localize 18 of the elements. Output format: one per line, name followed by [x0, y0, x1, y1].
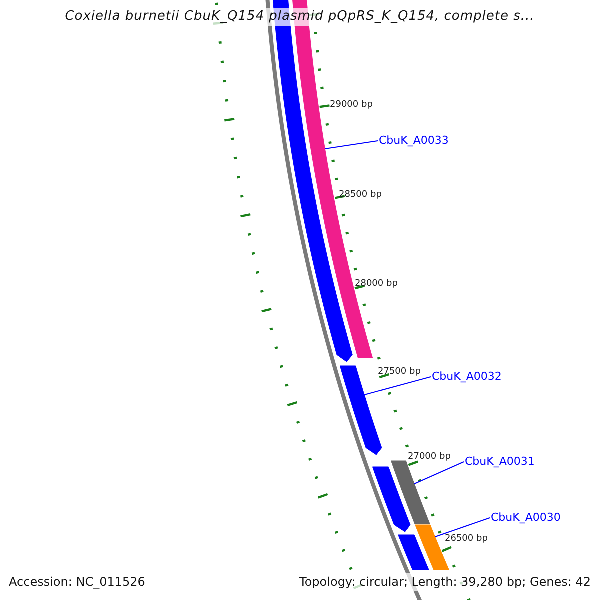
position-label: 29000 bp — [330, 99, 373, 111]
leader-line — [434, 518, 490, 538]
position-label: 27500 bp — [378, 366, 421, 378]
gene-label: CbuK_A0030 — [491, 511, 561, 525]
gene-label: CbuK_A0033 — [379, 134, 449, 148]
gene-label: CbuK_A0032 — [432, 370, 502, 384]
gene-label: CbuK_A0031 — [465, 455, 535, 469]
position-label: 28500 bp — [339, 189, 382, 201]
leader-line — [414, 462, 464, 484]
position-label: 26500 bp — [445, 533, 488, 545]
gene-segment — [391, 460, 430, 524]
position-label: 28000 bp — [355, 278, 398, 290]
summary-text: Topology: circular; Length: 39,280 bp; Genes: 42 — [298, 573, 592, 591]
leader-line — [364, 376, 432, 396]
gene-segment — [398, 534, 430, 570]
position-label: 27000 bp — [408, 451, 451, 463]
leader-line — [324, 140, 378, 150]
gene-segment — [372, 466, 411, 532]
